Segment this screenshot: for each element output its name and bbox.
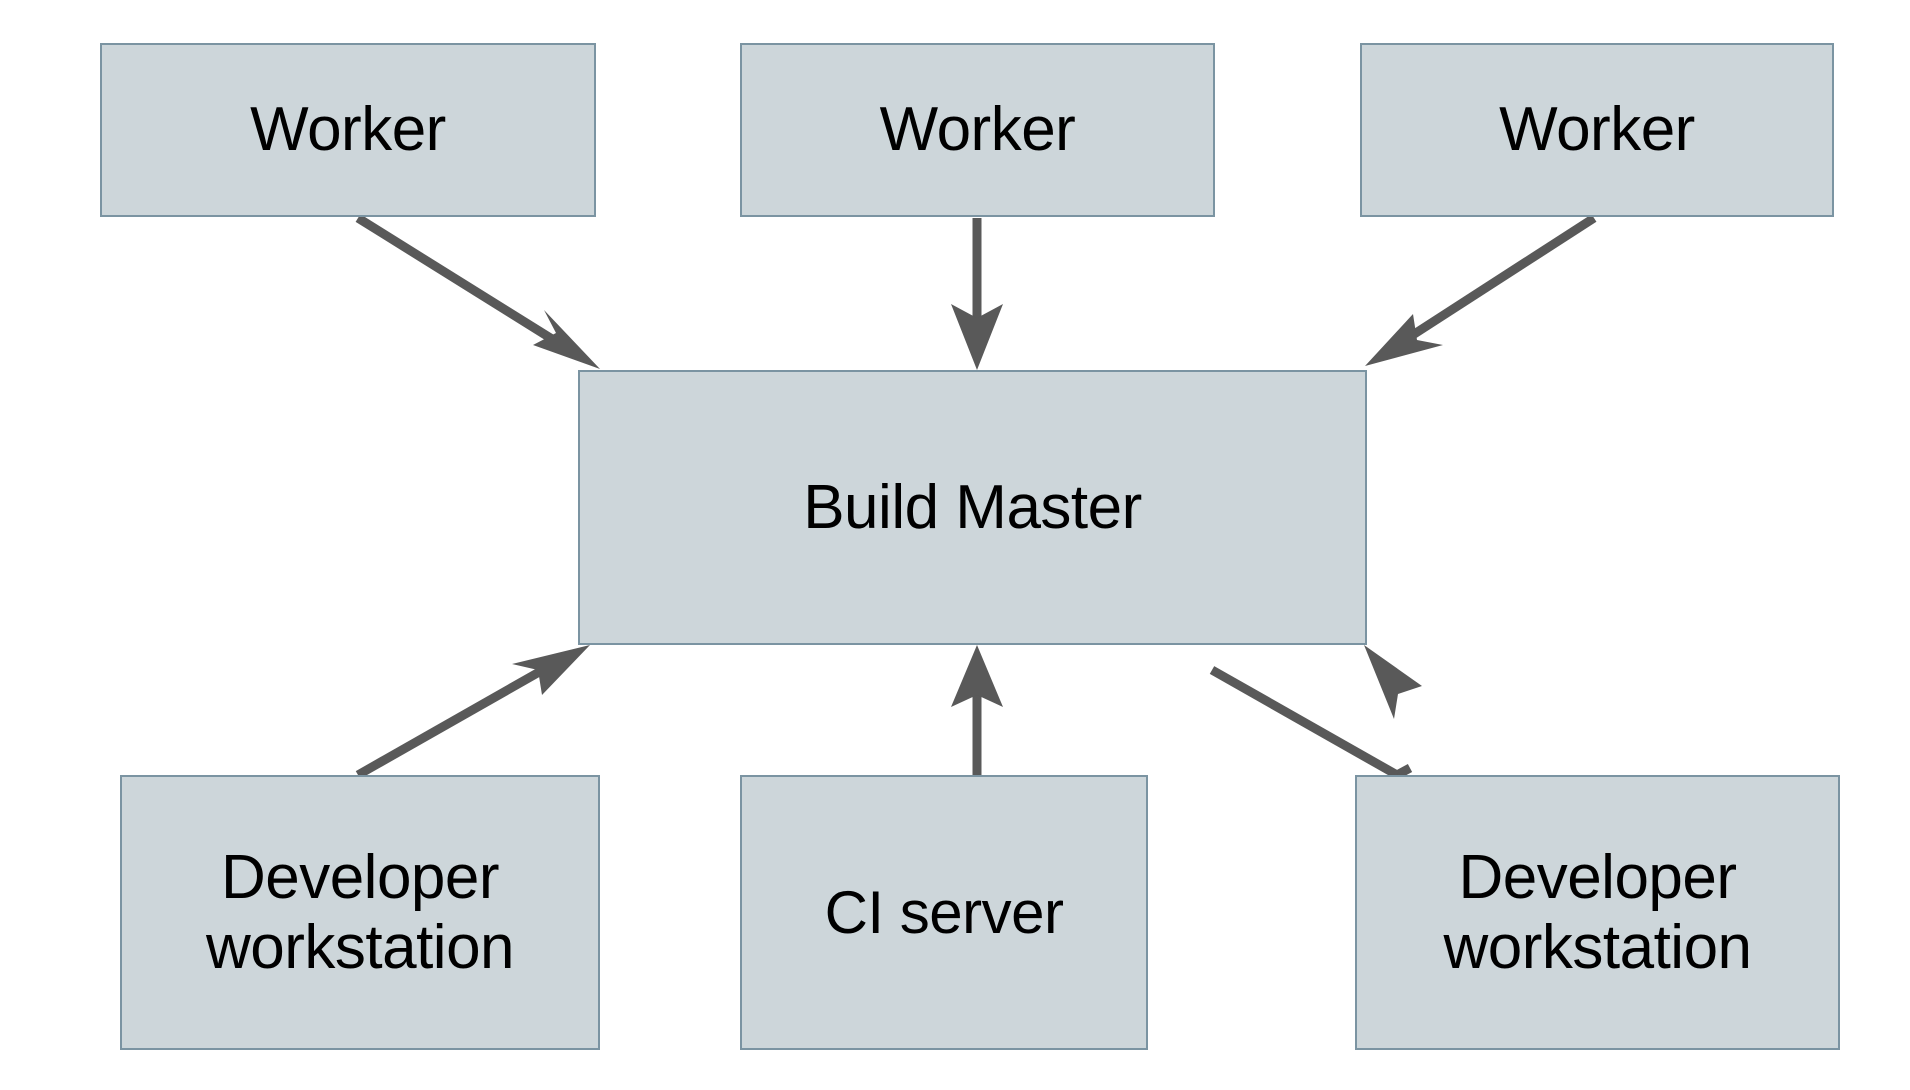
node-worker-3[interactable]: Worker [1360,43,1834,217]
node-worker-1-label: Worker [250,95,446,165]
node-developer-workstation-2[interactable]: Developer workstation [1355,775,1840,1050]
edge-worker-3-to-build-master [1365,214,1597,366]
node-worker-2[interactable]: Worker [740,43,1215,217]
edge-worker-1-to-build-master [355,214,600,369]
node-worker-1[interactable]: Worker [100,43,596,217]
edge-ci-server-to-build-master [951,645,1003,775]
node-ci-server-label: CI server [824,878,1064,946]
node-worker-2-label: Worker [879,95,1076,165]
node-worker-3-label: Worker [1499,95,1695,165]
node-build-master[interactable]: Build Master [578,370,1367,645]
node-developer-workstation-1-label: Developer workstation [205,843,515,982]
node-developer-workstation-1[interactable]: Developer workstation [120,775,600,1050]
node-developer-workstation-2-label: Developer workstation [1443,843,1752,982]
edge-worker-2-to-build-master [951,218,1003,370]
node-ci-server[interactable]: CI server [740,775,1148,1050]
edge-developer-workstation-2-to-build-master [1209,645,1422,779]
node-build-master-label: Build Master [803,472,1142,542]
edge-developer-workstation-1-to-build-master [355,645,590,779]
